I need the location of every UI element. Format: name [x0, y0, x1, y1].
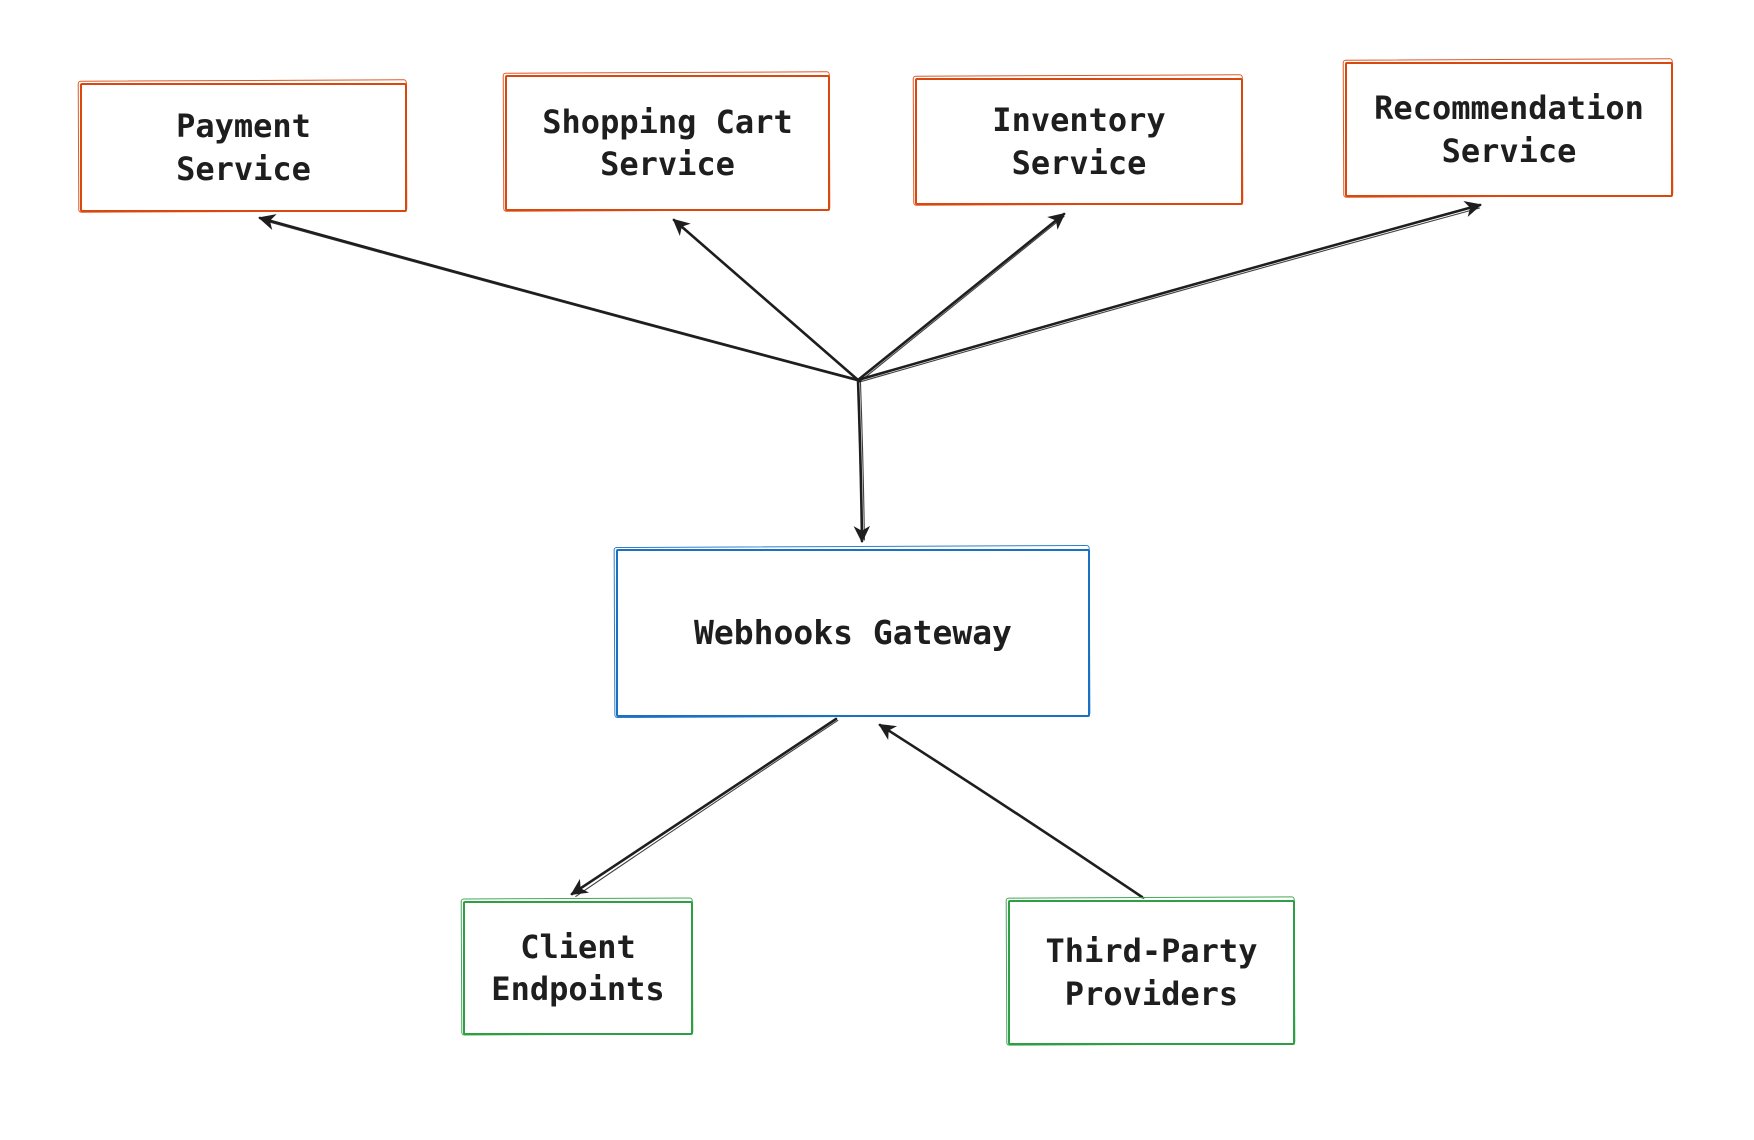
- node-client-endpoints-label: Client Endpoints: [491, 927, 665, 1008]
- edge-third-party-to-gateway-bottom: [878, 723, 1145, 899]
- node-shopping-cart-service: Shopping Cart Service: [505, 75, 830, 211]
- node-client-endpoints: Client Endpoints: [463, 901, 693, 1035]
- node-third-party-providers-label: Third-Party Providers: [1045, 932, 1258, 1013]
- node-inventory-service-label: Inventory Service: [992, 101, 1166, 182]
- node-recommendation-service-label: Recommendation Service: [1374, 89, 1644, 170]
- edge-gateway-to-shopping-cart-service: [672, 218, 861, 382]
- edge-junction-to-gateway-top: [853, 378, 871, 543]
- node-payment-service-label: Payment Service: [176, 107, 311, 188]
- node-recommendation-service: Recommendation Service: [1345, 62, 1673, 197]
- node-webhooks-gateway: Webhooks Gateway: [616, 549, 1090, 717]
- edge-gateway-to-payment-service: [258, 214, 861, 383]
- node-inventory-service: Inventory Service: [915, 78, 1243, 205]
- node-third-party-providers: Third-Party Providers: [1008, 900, 1295, 1045]
- node-webhooks-gateway-label: Webhooks Gateway: [694, 613, 1012, 653]
- edge-gateway-to-client-endpoints: [570, 717, 839, 897]
- node-payment-service: Payment Service: [80, 83, 407, 212]
- edge-gateway-to-inventory-service: [856, 212, 1066, 382]
- edge-gateway-to-recommendation-service: [856, 201, 1482, 383]
- node-shopping-cart-service-label: Shopping Cart Service: [542, 102, 793, 183]
